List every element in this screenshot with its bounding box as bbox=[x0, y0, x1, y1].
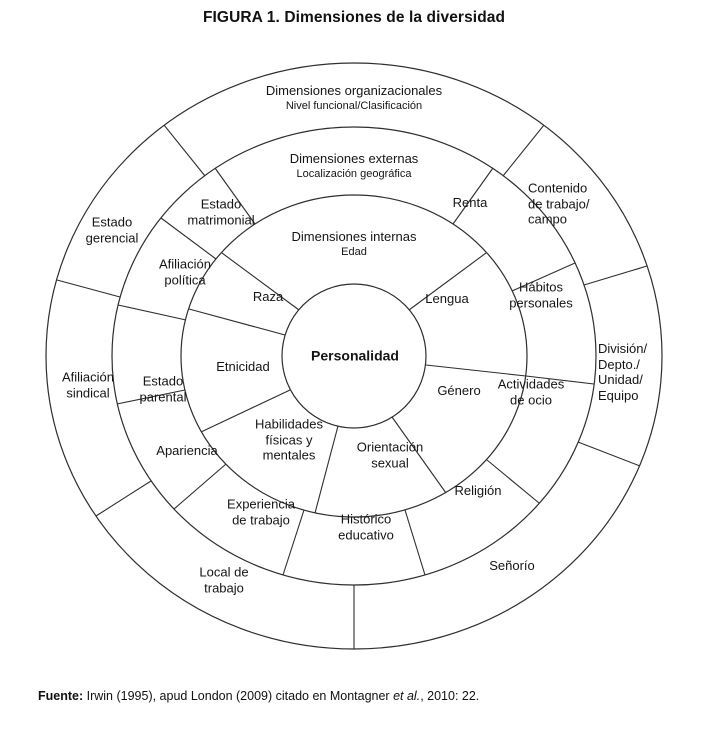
segment-label-habitos-personales: Hábitos personales bbox=[509, 279, 573, 310]
source-etal: et al. bbox=[393, 689, 421, 703]
segment-label-etnicidad: Etnicidad bbox=[216, 359, 270, 375]
inner-ring-circle bbox=[180, 194, 528, 518]
divider-line bbox=[583, 265, 648, 286]
segment-label-apariencia: Apariencia bbox=[156, 443, 218, 459]
segment-label-estado-gerencial: Estado gerencial bbox=[85, 214, 139, 245]
source-text: Irwin (1995), apud London (2009) citado … bbox=[83, 689, 394, 703]
label-line: campo bbox=[528, 211, 568, 227]
divider-line bbox=[425, 364, 527, 377]
ring-dividers bbox=[56, 124, 648, 649]
segment-label-orientacion-sexual: Orientación sexual bbox=[356, 439, 424, 470]
ring-header-subtitle: Edad bbox=[341, 245, 367, 258]
divider-line bbox=[163, 124, 206, 177]
segment-label-estado-matrimonial: Estado matrimonial bbox=[187, 196, 255, 227]
inner-ring-header: Dimensiones internas Edad bbox=[291, 229, 416, 259]
segment-label-division: División/ Depto./ Unidad/ Equipo bbox=[598, 341, 658, 403]
segment-label-estado-parental: Estado parental bbox=[139, 373, 187, 404]
label-line: Equipo bbox=[598, 387, 639, 403]
segment-label-experiencia-trabajo: Experiencia de trabajo bbox=[227, 496, 295, 527]
segment-label-afiliacion-politica: Afiliación política bbox=[158, 256, 212, 287]
ring-header-subtitle: Localización geográfica bbox=[296, 167, 412, 180]
divider-line bbox=[282, 509, 305, 576]
segment-label-raza: Raza bbox=[252, 289, 284, 305]
divider-line bbox=[391, 416, 447, 494]
divider-line bbox=[511, 262, 576, 292]
divider-line bbox=[116, 389, 186, 405]
segment-label-senorio: Señorío bbox=[489, 558, 535, 574]
segment-label-historico-educativo: Histórico educativo bbox=[338, 511, 394, 542]
divider-line bbox=[95, 480, 152, 517]
ring-header-title: Dimensiones externas bbox=[289, 151, 419, 167]
label-line: Unidad/ bbox=[598, 372, 643, 387]
divider-line bbox=[214, 167, 256, 225]
label-line: División/ bbox=[598, 340, 648, 356]
divider-line bbox=[56, 279, 121, 298]
segment-label-contenido-trabajo: Contenido de trabajo/ campo bbox=[528, 181, 604, 228]
divider-line bbox=[200, 389, 291, 433]
ring-header-subtitle: Nivel funcional/Clasificación bbox=[285, 99, 423, 112]
segment-label-renta: Renta bbox=[452, 195, 488, 211]
divider-line bbox=[188, 308, 286, 336]
divider-line bbox=[525, 375, 595, 385]
segment-label-afiliacion-sindical: Afiliación sindical bbox=[61, 369, 115, 400]
center-circle bbox=[281, 283, 427, 429]
label-line: Contenido bbox=[528, 180, 588, 196]
divider-line bbox=[173, 463, 227, 510]
segment-label-lengua: Lengua bbox=[425, 291, 469, 307]
figure-source: Fuente: Irwin (1995), apud London (2009)… bbox=[38, 689, 479, 703]
segment-label-local-trabajo: Local de trabajo bbox=[199, 564, 249, 595]
ring-header-title: Dimensiones internas bbox=[291, 229, 417, 245]
segment-label-genero: Género bbox=[437, 383, 481, 399]
divider-line bbox=[160, 217, 217, 260]
divider-line bbox=[452, 167, 494, 225]
source-prefix: Fuente: bbox=[38, 689, 84, 703]
source-suffix: , 2010: 22. bbox=[420, 689, 480, 703]
middle-ring-header: Dimensiones externas Localización geográ… bbox=[290, 151, 419, 181]
figure-title: FIGURA 1. Dimensiones de la diversidad bbox=[202, 9, 506, 26]
segment-label-actividades-ocio: Actividades de ocio bbox=[497, 376, 565, 407]
segment-label-religion: Religión bbox=[454, 483, 502, 499]
divider-line bbox=[502, 124, 545, 177]
segment-label-habilidades: Habilidades físicas y mentales bbox=[255, 416, 323, 463]
label-line: Depto./ bbox=[598, 356, 640, 372]
divider-line bbox=[408, 252, 487, 311]
divider-line bbox=[314, 425, 339, 514]
divider-line bbox=[117, 304, 187, 321]
divider-line bbox=[404, 509, 426, 576]
divider-line bbox=[577, 441, 641, 467]
label-line: de trabajo/ bbox=[528, 196, 590, 212]
center-label-personalidad: Personalidad bbox=[311, 347, 399, 364]
ring-header-title: Dimensiones organizacionales bbox=[265, 83, 443, 99]
divider-line bbox=[486, 459, 540, 504]
outer-ring-header: Dimensiones organizacionales Nivel funci… bbox=[266, 83, 442, 113]
divider-line bbox=[221, 252, 300, 311]
